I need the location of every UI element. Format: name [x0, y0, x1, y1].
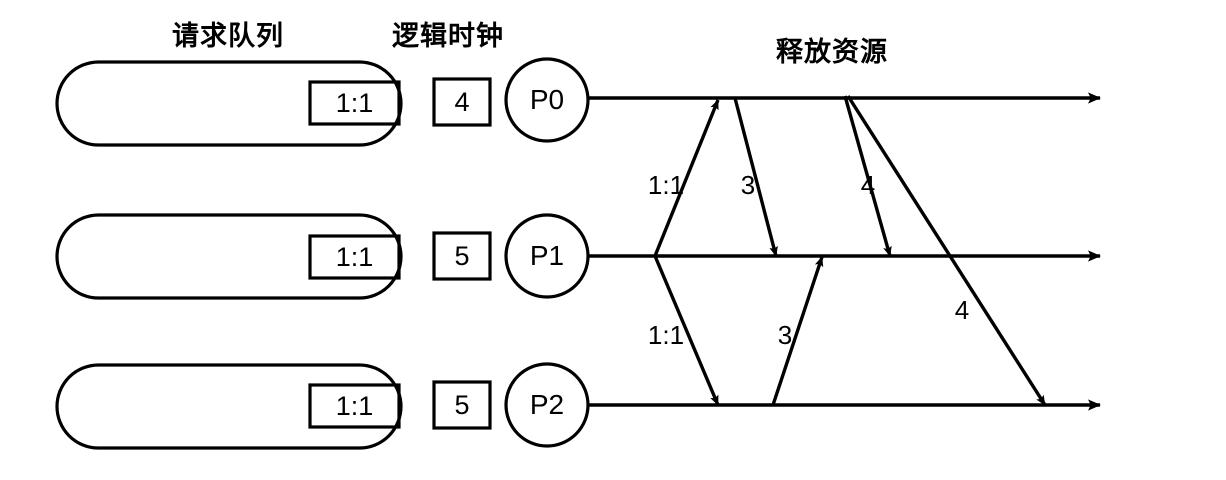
message-arrow-m1: [653, 99, 720, 257]
process-label-p0: P0: [529, 84, 565, 115]
queue-entry-box-p2: [308, 383, 401, 429]
clock-label-p0: 4: [454, 86, 470, 117]
queue-entry-box-p1: [308, 234, 401, 280]
message-label-m5: 3: [777, 319, 793, 350]
queue-pill-p1: [55, 213, 403, 300]
message-arrow-m6: [846, 95, 1047, 406]
message-arrow-m3: [843, 95, 892, 257]
queue-entry-label-p2: 1:1: [335, 390, 374, 421]
message-label-m3: 4: [860, 169, 876, 200]
message-arrow-m5: [771, 256, 824, 406]
clock-box-p1: [432, 231, 492, 281]
clock-label-p1: 5: [454, 240, 470, 271]
header-release-resource: 释放资源: [776, 37, 888, 67]
process-circle-p0: [504, 57, 590, 143]
process-label-p1: P1: [529, 240, 565, 271]
process-label-p2: P2: [529, 389, 565, 420]
queue-pill-p0: [55, 60, 403, 147]
message-arrow-m2: [733, 97, 778, 257]
queue-entry-box-p0: [308, 80, 401, 126]
clock-box-p2: [432, 380, 492, 430]
header-request-queue: 请求队列: [172, 21, 284, 51]
header-logical-clock: 逻辑时钟: [392, 21, 504, 51]
message-arrow-m4: [653, 255, 720, 406]
queue-pill-p2: [55, 363, 403, 450]
message-label-m6: 4: [954, 294, 970, 325]
clock-box-p0: [432, 77, 492, 127]
message-label-m2: 3: [740, 169, 756, 200]
message-label-m1: 1:1: [647, 169, 685, 200]
clock-label-p2: 5: [454, 389, 470, 420]
queue-entry-label-p1: 1:1: [335, 241, 374, 272]
queue-entry-label-p0: 1:1: [335, 87, 374, 118]
message-label-m4: 1:1: [647, 319, 685, 350]
